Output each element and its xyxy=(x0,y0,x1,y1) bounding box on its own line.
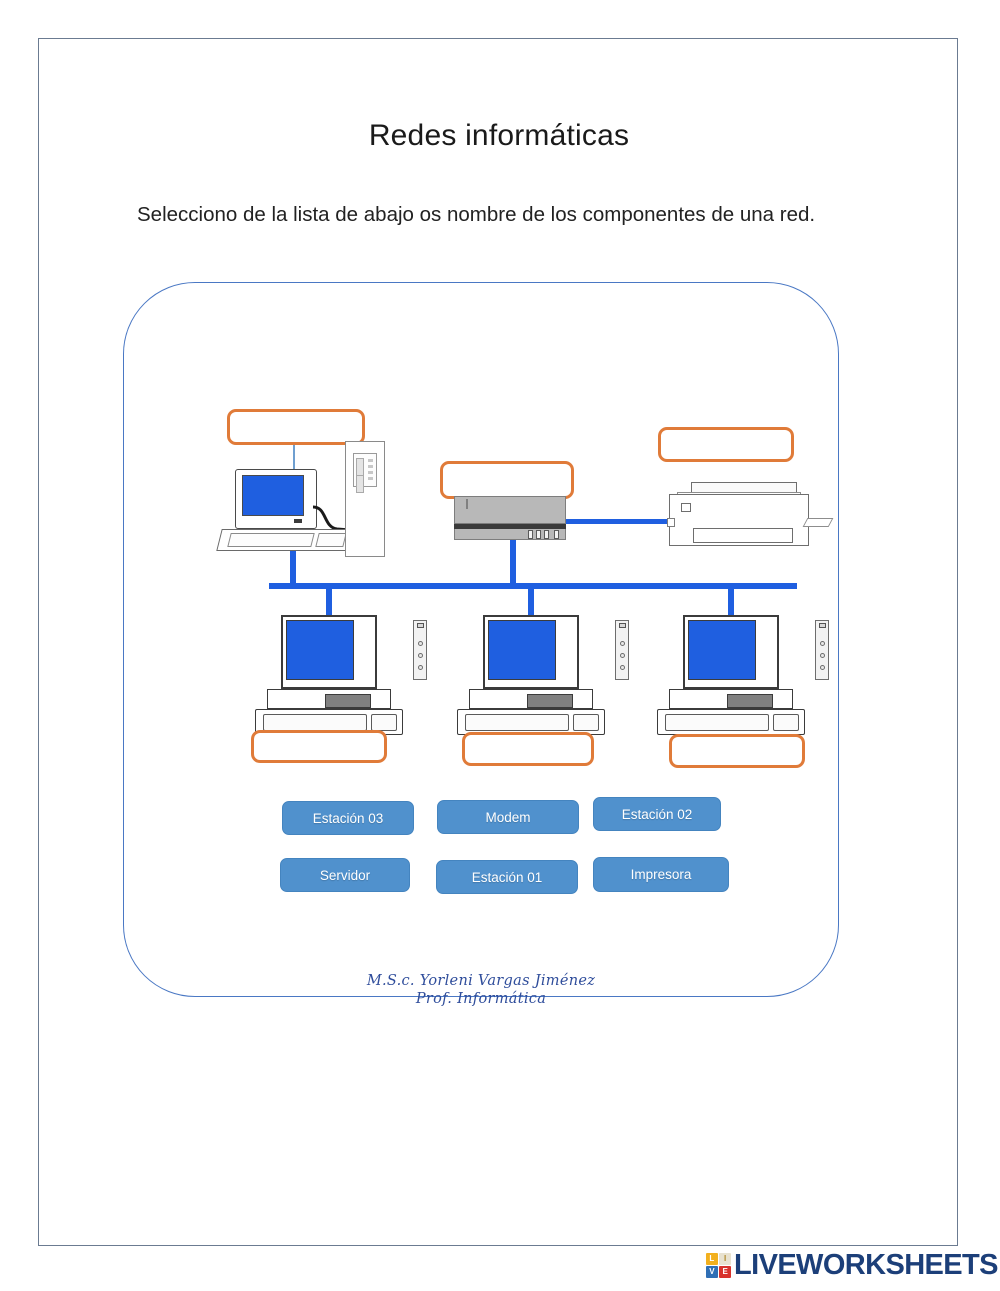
workstation-2-drop-wire xyxy=(528,587,534,631)
liveworksheets-logo-mark: L I V E xyxy=(706,1253,731,1278)
workstation-computer-icon-3 xyxy=(657,615,833,740)
liveworksheets-logo[interactable]: L I V E LIVEWORKSHEETS xyxy=(706,1249,999,1282)
word-option-modem[interactable]: Modem xyxy=(437,800,579,834)
modem-switch-icon xyxy=(454,496,574,544)
logo-cell-l: L xyxy=(706,1253,718,1265)
page-title: Redes informáticas xyxy=(368,119,630,152)
instructions-text: Selecciono de la lista de abajo os nombr… xyxy=(137,203,816,226)
workstation-1-drop-wire xyxy=(326,587,332,631)
workstation-computer-icon-1 xyxy=(255,615,431,740)
drop-box-server[interactable] xyxy=(227,409,365,445)
drop-box-printer[interactable] xyxy=(658,427,794,462)
modem-printer-wire xyxy=(566,519,674,524)
activity-card-frame xyxy=(123,282,839,997)
drop-box-station-3[interactable] xyxy=(669,734,805,768)
server-box-connector xyxy=(293,444,295,492)
word-option-estacion-01[interactable]: Estación 01 xyxy=(436,860,578,894)
network-diagram: Estación 03 Modem Estación 02 Servidor E… xyxy=(123,282,839,1007)
workstation-3-drop-wire xyxy=(728,587,734,631)
logo-cell-v: V xyxy=(706,1266,718,1278)
signature-name: M.S.c. Yorleni Vargas Jiménez xyxy=(366,973,596,989)
printer-icon xyxy=(667,472,839,562)
liveworksheets-wordmark: LIVEWORKSHEETS xyxy=(734,1249,999,1281)
drop-box-modem[interactable] xyxy=(440,461,574,499)
drop-box-station-2[interactable] xyxy=(462,732,594,766)
word-option-impresora[interactable]: Impresora xyxy=(593,857,729,892)
bus-backbone-wire xyxy=(269,583,797,589)
server-drop-wire xyxy=(290,535,296,585)
signature-role: Prof. Informática xyxy=(415,991,547,1007)
word-option-estacion-03[interactable]: Estación 03 xyxy=(282,801,414,835)
worksheet-page: Redes informáticas Selecciono de la list… xyxy=(38,38,958,1246)
drop-box-station-1[interactable] xyxy=(251,730,387,763)
author-signature: M.S.c. Yorleni Vargas Jiménez Prof. Info… xyxy=(123,972,839,1008)
server-computer-icon xyxy=(216,441,405,579)
word-option-estacion-02[interactable]: Estación 02 xyxy=(593,797,721,831)
logo-cell-e: E xyxy=(719,1266,731,1278)
logo-cell-i: I xyxy=(719,1253,731,1265)
word-option-servidor[interactable]: Servidor xyxy=(280,858,410,892)
workstation-computer-icon-2 xyxy=(457,615,633,740)
modem-drop-wire xyxy=(510,540,516,585)
